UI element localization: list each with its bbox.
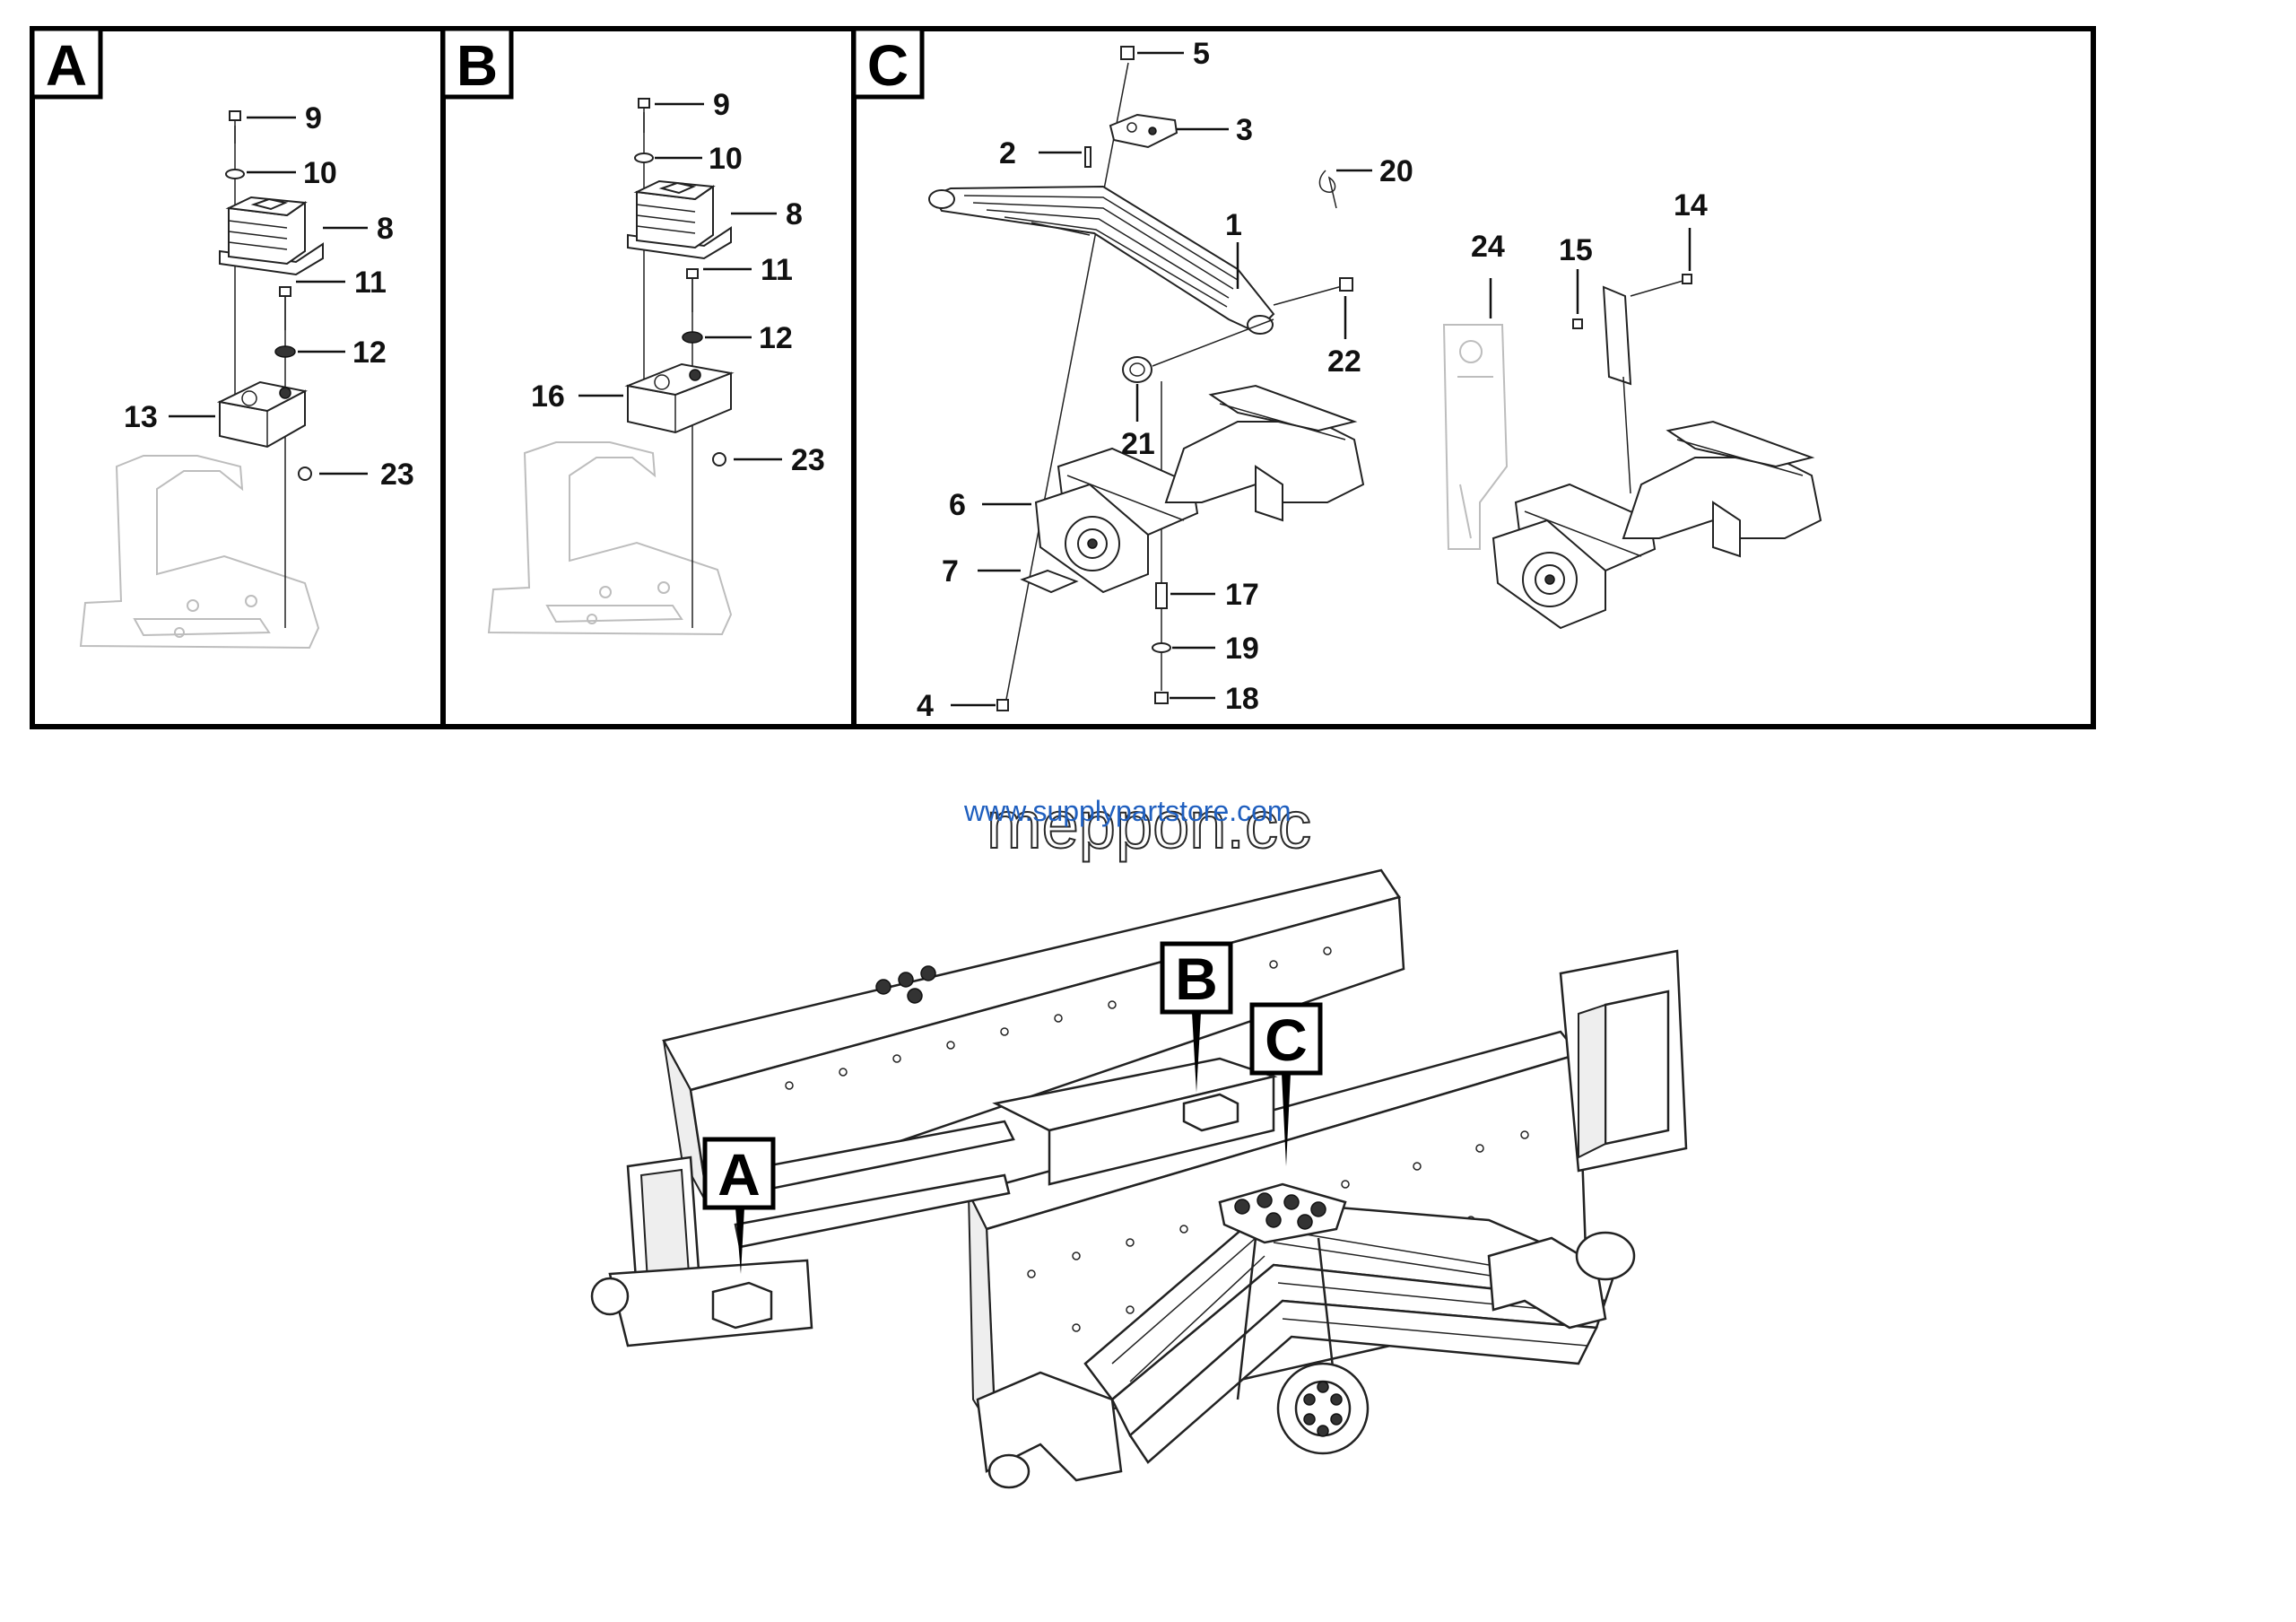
panel-a-label-box: A [30, 26, 103, 100]
panel-b-nut-icon [712, 452, 726, 467]
overview-marker-c: C [1249, 1002, 1323, 1166]
overview-leaf-spring-pack [1083, 1200, 1616, 1464]
overview-marker-a-letter: A [718, 1141, 761, 1208]
panel-c-saddle-cap-icon [1109, 113, 1178, 149]
panel-a-bolt-icon [229, 110, 241, 144]
panel-b-ghost-bracket [487, 441, 733, 636]
panel-b-rubber-spring-icon [627, 179, 732, 260]
overview-bolt-heads [875, 965, 936, 1004]
watermark: meppon.cc www.supplypartstore.com [963, 787, 1312, 863]
panel-c-letter: C [867, 33, 909, 98]
panel-a-letter: A [46, 33, 87, 98]
callout-a-11: 11 [354, 266, 387, 300]
callout-c-20: 20 [1379, 154, 1413, 188]
panel-c-nut-icon [1120, 46, 1135, 60]
panel-c-rod-icon [996, 699, 1009, 711]
panel-c-nut-icon [1154, 692, 1169, 704]
panel-c-axle-bracket-alt-icon [1492, 420, 1822, 630]
callout-c-4: 4 [917, 689, 934, 723]
callout-c-5: 5 [1193, 37, 1210, 71]
panel-b-label-box: B [440, 26, 514, 100]
panel-a-ghost-bracket [79, 455, 320, 650]
panel-a-nut-icon [298, 467, 312, 481]
callout-a-12: 12 [352, 336, 387, 370]
callout-b-10: 10 [709, 142, 743, 176]
panel-c-sensor-bracket-icon [1572, 274, 1692, 494]
panel-frames [30, 26, 2096, 729]
callout-b-8: 8 [786, 197, 803, 231]
callout-c-2: 2 [999, 136, 1016, 170]
panel-c-bushing-icon [1122, 356, 1152, 383]
overview-marker-c-letter: C [1265, 1007, 1308, 1073]
panel-c-washer-icon [1152, 642, 1171, 653]
panel-b-washer-icon [682, 331, 703, 344]
callout-a-10: 10 [303, 156, 337, 190]
panel-c-pin-icon [1084, 146, 1091, 168]
panel-b-letter: B [457, 33, 498, 98]
panel-c-stud-icon [1155, 582, 1168, 609]
watermark-logo-text: meppon.cc [987, 788, 1311, 862]
callout-c-24: 24 [1471, 230, 1505, 264]
callout-b-9: 9 [713, 88, 730, 122]
callout-b-16: 16 [531, 379, 565, 414]
callout-c-17: 17 [1225, 578, 1259, 612]
callout-c-22: 22 [1327, 344, 1361, 379]
callout-c-21: 21 [1121, 427, 1155, 461]
panel-c-label-box: C [851, 26, 925, 100]
callout-c-15: 15 [1559, 233, 1593, 267]
panel-c-leaf-spring-icon [928, 185, 1275, 335]
overview-marker-a: A [702, 1137, 776, 1274]
panel-c-drawing [928, 46, 1822, 711]
panel-c-guard-plate-icon [1442, 324, 1509, 550]
panel-b-bolt-icon [638, 98, 650, 133]
overview-hub [1276, 1362, 1370, 1455]
callout-c-3: 3 [1236, 113, 1253, 147]
panel-b-drawing [487, 98, 735, 636]
panel-c-lock-plate-icon [1020, 569, 1079, 594]
callout-c-19: 19 [1225, 632, 1259, 666]
panel-b-washer-icon [634, 153, 654, 163]
overview-bump-stop-b [1182, 1093, 1239, 1132]
overview-u-bolt-saddle [1218, 1182, 1347, 1400]
callout-b-11: 11 [761, 253, 793, 287]
callout-c-6: 6 [949, 488, 966, 522]
panel-a-rubber-spring-icon [219, 196, 324, 276]
watermark-url: www.supplypartstore.com [963, 795, 1292, 827]
callout-c-18: 18 [1225, 682, 1259, 716]
panel-c-callouts: 5 3 2 20 1 22 21 6 7 17 19 18 4 24 15 14 [917, 37, 1708, 723]
callout-c-14: 14 [1674, 188, 1708, 222]
panel-b-callouts: 9 10 8 11 12 16 23 [531, 88, 825, 477]
overview-marker-b-letter: B [1175, 946, 1218, 1012]
overview-bump-stop-a [711, 1281, 773, 1330]
overview-marker-b: B [1160, 941, 1233, 1093]
callout-a-23: 23 [380, 458, 414, 492]
panel-c-clip-icon [1318, 170, 1337, 209]
panel-c-shackle-pin-icon [1273, 277, 1353, 306]
panel-c-axle-bracket-icon [1034, 384, 1365, 594]
panel-a-drawing [79, 110, 324, 650]
callout-b-12: 12 [759, 321, 793, 355]
callout-a-8: 8 [377, 212, 394, 246]
panel-a-washer-icon [274, 345, 296, 358]
panel-b-bolt-icon [686, 268, 699, 312]
callout-a-9: 9 [305, 101, 322, 135]
callout-c-7: 7 [942, 554, 959, 589]
panel-b-spacer-block-icon [624, 362, 735, 434]
callout-a-13: 13 [124, 400, 158, 434]
callout-c-1: 1 [1225, 208, 1242, 242]
callout-b-23: 23 [791, 443, 825, 477]
panel-a-washer-icon [225, 169, 245, 179]
panel-a-callouts: 9 10 8 11 12 13 23 [124, 101, 414, 492]
panel-a-bolt-icon [279, 286, 291, 330]
panel-a-spacer-block-icon [216, 380, 308, 449]
